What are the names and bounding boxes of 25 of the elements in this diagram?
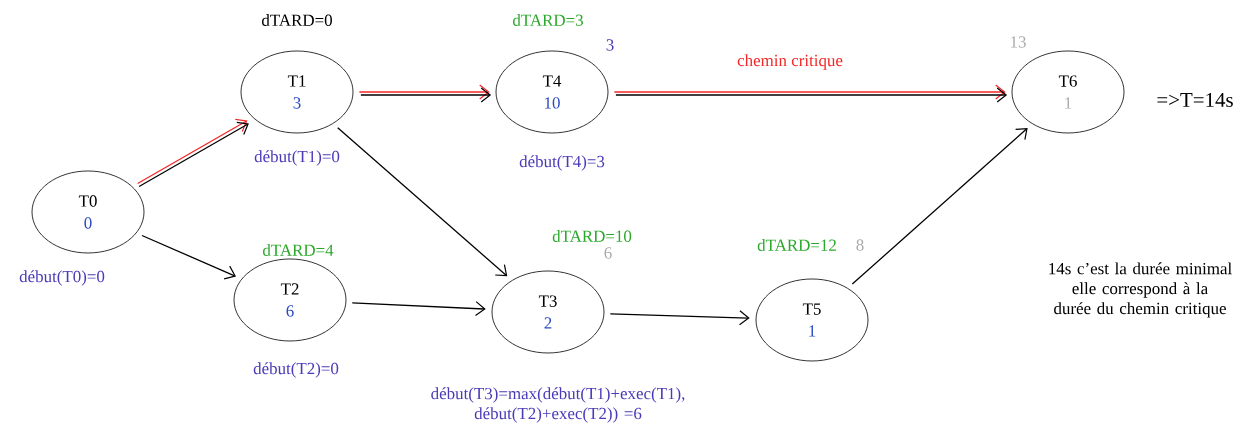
annotation: 8 [856, 239, 864, 251]
annotation: début(T0)=0 [19, 270, 105, 286]
annotation: 3 [606, 39, 614, 51]
arrow [609, 310, 750, 326]
annotation: début(T1)=0 [254, 150, 340, 166]
annotation: dTARD=12 [757, 239, 836, 251]
arrow [337, 127, 508, 277]
annotation: dTARD=4 [263, 244, 334, 256]
arrow [141, 234, 237, 280]
annotation: 6 [604, 247, 612, 259]
annotation: début(T2)=0 [253, 362, 339, 378]
arrow [351, 301, 486, 317]
annotation: 13 [1011, 36, 1026, 48]
arrow [358, 84, 492, 103]
annotation: début(T3)=max(début(T1)+exec(T1), début(T2)+exec(T2)) =6 [431, 387, 685, 423]
annotation: dTARD=3 [513, 14, 583, 26]
annotation: début(T4)=3 [519, 155, 605, 171]
annotation: dTARD=10 [552, 230, 632, 242]
arrow [136, 118, 249, 188]
note: =>T=14s [1157, 93, 1233, 107]
arrow [613, 84, 1008, 103]
note: 14s c’est la durée minimal elle correspond à la durée du chemin critique [1049, 262, 1232, 318]
arrow [851, 127, 1028, 285]
edge-label: chemin critique [736, 53, 844, 71]
annotation: dTARD=0 [262, 14, 332, 26]
